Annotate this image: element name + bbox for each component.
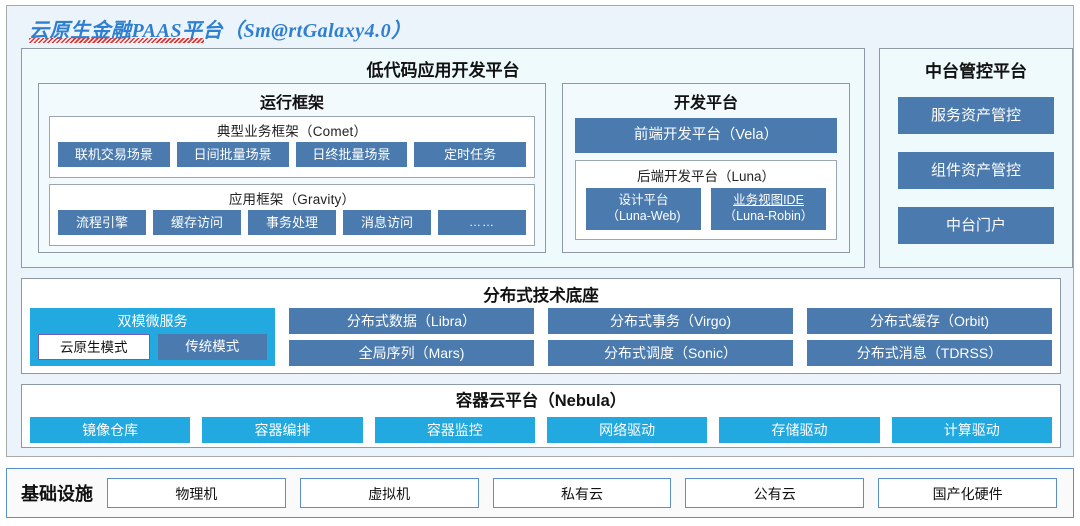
container-cloud-title: 容器云平台（Nebula）: [455, 392, 627, 410]
dist-col-transaction: 分布式事务（Virgo) 分布式调度（Sonic）: [548, 308, 793, 366]
comet-framework-title: 典型业务框架（Comet）: [216, 124, 368, 139]
dist-item-sonic[interactable]: 分布式调度（Sonic）: [548, 340, 793, 366]
dist-item-orbit[interactable]: 分布式缓存（Orbit): [807, 308, 1052, 334]
distributed-grid: 双模微服务 云原生模式 传统模式 分布式数据（Libra） 全局序列（Mars)…: [30, 308, 1052, 366]
luna-chip-row: 设计平台 （Luna-Web) 业务视图IDE （Luna-Robin）: [576, 185, 836, 230]
runtime-framework-title: 运行框架: [259, 95, 324, 112]
gravity-item-more[interactable]: ……: [438, 210, 526, 235]
luna-robin-name: 业务视图IDE: [733, 193, 804, 208]
dual-mode-microservice-box: 双模微服务 云原生模式 传统模式: [30, 308, 275, 366]
dual-mode-row: 云原生模式 传统模式: [30, 334, 275, 360]
gravity-item-process-engine[interactable]: 流程引擎: [58, 210, 146, 235]
gravity-framework-box: 应用框架（Gravity） 流程引擎 缓存访问 事务处理 消息访问 ……: [49, 184, 535, 246]
gravity-item-message-access[interactable]: 消息访问: [343, 210, 431, 235]
infrastructure-label: 基础设施: [21, 484, 93, 504]
infra-item-public-cloud[interactable]: 公有云: [685, 478, 865, 508]
dual-mode-cloud-native[interactable]: 云原生模式: [38, 334, 150, 360]
midplatform-item-service-asset[interactable]: 服务资产管控: [898, 97, 1054, 134]
luna-web-code: （Luna-Web): [606, 209, 681, 223]
gravity-framework-title: 应用框架（Gravity）: [228, 192, 356, 207]
comet-chip-row: 联机交易场景 日间批量场景 日终批量场景 定时任务: [50, 142, 534, 173]
luna-web-name: 设计平台: [618, 193, 669, 208]
midplatform-item-component-asset[interactable]: 组件资产管控: [898, 152, 1054, 189]
dist-col-dual-mode: 双模微服务 云原生模式 传统模式: [30, 308, 275, 366]
comet-framework-box: 典型业务框架（Comet） 联机交易场景 日间批量场景 日终批量场景 定时任务: [49, 116, 535, 178]
distributed-tech-base-panel: 分布式技术底座 双模微服务 云原生模式 传统模式 分布式数据（Libra） 全局…: [21, 278, 1061, 374]
dist-item-tdrss[interactable]: 分布式消息（TDRSS）: [807, 340, 1052, 366]
infra-item-domestic-hardware[interactable]: 国产化硬件: [878, 478, 1057, 508]
distributed-tech-base-title: 分布式技术底座: [483, 287, 599, 305]
development-platform-title: 开发平台: [673, 95, 738, 112]
midplatform-item-portal[interactable]: 中台门户: [898, 207, 1054, 244]
dist-item-mars[interactable]: 全局序列（Mars): [289, 340, 534, 366]
dist-col-data: 分布式数据（Libra） 全局序列（Mars): [289, 308, 534, 366]
backend-dev-platform-title: 后端开发平台（Luna）: [636, 169, 776, 184]
container-item-monitoring[interactable]: 容器监控: [374, 417, 535, 443]
dual-mode-title: 双模微服务: [117, 313, 188, 329]
development-platform-panel: 开发平台 前端开发平台（Vela） 后端开发平台（Luna） 设计平台 （Lun…: [562, 83, 850, 253]
dist-item-libra[interactable]: 分布式数据（Libra）: [289, 308, 534, 334]
lowcode-platform-title: 低代码应用开发平台: [366, 61, 520, 80]
midplatform-title: 中台管控平台: [925, 62, 1027, 81]
infra-item-private-cloud[interactable]: 私有云: [492, 478, 672, 508]
comet-item-eod-batch[interactable]: 日终批量场景: [295, 142, 408, 167]
dual-mode-traditional[interactable]: 传统模式: [157, 334, 267, 360]
infra-item-virtual-machine[interactable]: 虚拟机: [299, 478, 479, 508]
luna-robin-code: （Luna-Robin）: [723, 209, 814, 223]
lowcode-platform-panel: 低代码应用开发平台 运行框架 典型业务框架（Comet） 联机交易场景 日间批量…: [21, 48, 865, 268]
container-cloud-row: 镜像仓库 容器编排 容器监控 网络驱动 存储驱动 计算驱动: [30, 417, 1052, 443]
platform-main-panel: 云原生金融PAAS平台（Sm@rtGalaxy4.0） 低代码应用开发平台 运行…: [6, 5, 1074, 457]
luna-web-design-platform[interactable]: 设计平台 （Luna-Web): [586, 188, 701, 230]
row-application-layer: 低代码应用开发平台 运行框架 典型业务框架（Comet） 联机交易场景 日间批量…: [21, 48, 1073, 268]
infrastructure-row: 物理机 虚拟机 私有云 公有云 国产化硬件: [107, 478, 1057, 508]
gravity-item-cache-access[interactable]: 缓存访问: [153, 210, 241, 235]
frontend-dev-platform-vela[interactable]: 前端开发平台（Vela）: [575, 118, 837, 153]
container-item-storage-driver[interactable]: 存储驱动: [719, 417, 880, 443]
container-item-compute-driver[interactable]: 计算驱动: [891, 417, 1052, 443]
container-item-network-driver[interactable]: 网络驱动: [546, 417, 708, 443]
dist-item-virgo[interactable]: 分布式事务（Virgo): [548, 308, 793, 334]
infra-item-physical-machine[interactable]: 物理机: [107, 478, 286, 508]
comet-item-online-trade[interactable]: 联机交易场景: [58, 142, 170, 167]
spellcheck-squiggle-underline: [29, 38, 204, 43]
comet-item-scheduled-task[interactable]: 定时任务: [414, 142, 526, 167]
container-item-image-registry[interactable]: 镜像仓库: [30, 417, 191, 443]
container-cloud-panel: 容器云平台（Nebula） 镜像仓库 容器编排 容器监控 网络驱动 存储驱动 计…: [21, 384, 1061, 448]
container-item-orchestration[interactable]: 容器编排: [202, 417, 363, 443]
gravity-chip-row: 流程引擎 缓存访问 事务处理 消息访问 ……: [50, 210, 534, 241]
comet-item-intraday-batch[interactable]: 日间批量场景: [176, 142, 289, 167]
page-title: 云原生金融PAAS平台（Sm@rtGalaxy4.0）: [29, 20, 412, 42]
runtime-framework-panel: 运行框架 典型业务框架（Comet） 联机交易场景 日间批量场景 日终批量场景 …: [38, 83, 546, 253]
luna-robin-business-view-ide[interactable]: 业务视图IDE （Luna-Robin）: [711, 188, 826, 230]
backend-dev-platform-luna-box: 后端开发平台（Luna） 设计平台 （Luna-Web) 业务视图IDE （Lu…: [575, 160, 837, 240]
gravity-item-transaction[interactable]: 事务处理: [248, 210, 336, 235]
dist-col-cache: 分布式缓存（Orbit) 分布式消息（TDRSS）: [807, 308, 1052, 366]
midplatform-control-panel: 中台管控平台 服务资产管控 组件资产管控 中台门户: [879, 48, 1073, 268]
infrastructure-panel: 基础设施 物理机 虚拟机 私有云 公有云 国产化硬件: [6, 468, 1074, 518]
